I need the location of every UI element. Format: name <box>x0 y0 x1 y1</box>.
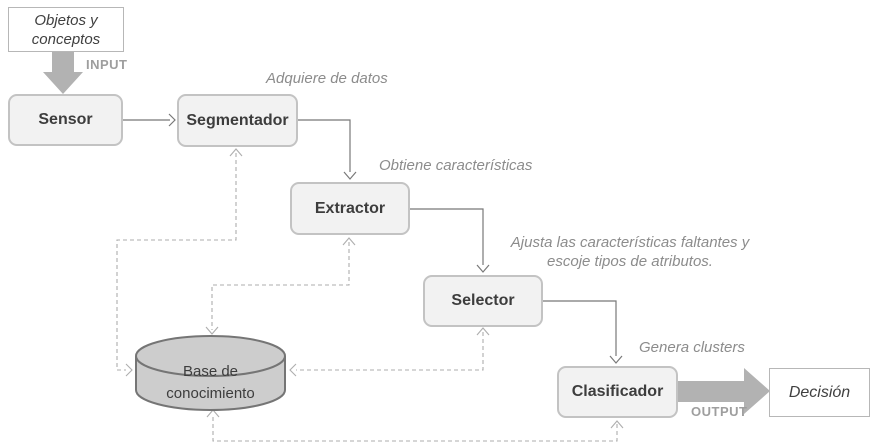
dashed-selector-knowledgebase <box>296 332 484 371</box>
input-label: INPUT <box>86 57 128 72</box>
dashed-clasificador-knowledgebase <box>212 414 618 442</box>
output-label: OUTPUT <box>691 404 748 419</box>
node-extractor: Extractor <box>290 182 410 235</box>
arrowhead-into-clasificador <box>609 355 623 364</box>
knowledge-base-cylinder <box>135 335 286 411</box>
arrowhead-into-segmentador <box>168 113 176 127</box>
dashed-arrowhead-into-clasificador <box>610 420 624 429</box>
line-segmentador-to-extractor <box>298 119 351 172</box>
annotation-genera-clusters: Genera clusters <box>639 339 745 356</box>
dashed-extractor-knowledgebase <box>211 242 350 330</box>
input-block-arrow <box>43 49 83 94</box>
arrowhead-into-selector <box>476 264 490 273</box>
annotation-ajusta-caracteristicas: Ajusta las características faltantes y e… <box>510 234 750 270</box>
node-clasificador: Clasificador <box>557 366 678 418</box>
annotation-obtiene-caracteristicas: Obtiene características <box>379 157 533 174</box>
dashed-arrowhead-into-segmentador <box>229 148 243 157</box>
dashed-arrowhead-into-kb-right <box>289 363 297 377</box>
dashed-arrowhead-into-kb-top <box>205 326 219 335</box>
dashed-arrowhead-into-selector <box>476 327 490 336</box>
node-objetos-y-conceptos: Objetos y conceptos <box>8 7 124 52</box>
output-block-arrow <box>678 368 770 414</box>
knowledge-base-label: Base de conocimiento <box>166 363 255 402</box>
line-extractor-to-selector <box>410 208 484 265</box>
dashed-arrowhead-into-kb-left <box>125 363 133 377</box>
node-segmentador: Segmentador <box>177 94 298 147</box>
node-decision: Decisión <box>769 368 870 417</box>
node-sensor: Sensor <box>8 94 123 146</box>
cylinder-top-cap <box>135 335 286 377</box>
dashed-arrowhead-into-extractor <box>342 237 356 246</box>
dashed-segmentador-knowledgebase <box>116 153 237 371</box>
line-selector-to-clasificador <box>543 300 617 356</box>
dashed-arrowhead-into-kb-bottom <box>206 409 220 418</box>
arrowhead-into-extractor <box>343 171 357 180</box>
annotation-adquiere-de-datos: Adquiere de datos <box>266 70 388 87</box>
node-selector: Selector <box>423 275 543 327</box>
